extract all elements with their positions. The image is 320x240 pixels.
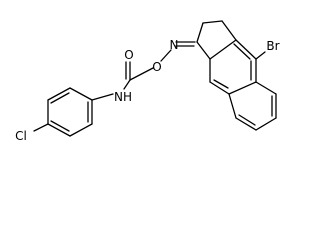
- bond-benz-4-inner: [238, 114, 256, 126]
- bond-ring1-d: [47, 123, 71, 137]
- bond-benz-5: [228, 93, 237, 119]
- bond-nh-c: [123, 79, 131, 90]
- bond-mid-3: [228, 81, 257, 95]
- atom-oxygen-ether: O: [152, 60, 161, 74]
- bonds: [33, 20, 277, 137]
- bond-c-cl: [33, 123, 49, 132]
- bond-cp-3: [221, 20, 237, 41]
- bond-mid-2-inner: [213, 79, 229, 89]
- bond-benz-4: [235, 117, 257, 131]
- bond-cp-5: [196, 41, 211, 60]
- bond-ring1-c: [69, 123, 93, 137]
- bond-cp-2: [202, 20, 223, 24]
- atom-bromine: Br: [266, 39, 279, 53]
- atom-oxygen-carbonyl: O: [124, 48, 133, 62]
- bond-c-br: [255, 51, 266, 60]
- atom-chlorine: Cl: [15, 129, 27, 143]
- bond-mid-5: [235, 39, 257, 60]
- bond-ring1-a: [69, 87, 93, 101]
- bond-ring1-f: [47, 87, 71, 101]
- bond-benz-1: [255, 81, 277, 95]
- bond-benz-3: [255, 117, 277, 131]
- chemical-structure-diagram: O O N NH Br Cl: [15, 20, 280, 143]
- bond-ring1-f-inner: [50, 92, 70, 104]
- bond-c-o-ether: [129, 67, 154, 81]
- atom-labels: O O N NH Br Cl: [15, 38, 280, 143]
- bond-mid-4-inner-b: [233, 43, 251, 60]
- bond-cp-1: [196, 22, 204, 43]
- bond-ring-nh: [91, 93, 114, 101]
- bond-cp-4: [209, 39, 237, 60]
- atom-nitrogen-amide: NH: [114, 90, 132, 104]
- bond-mid-2: [209, 81, 230, 95]
- bond-o-n: [160, 49, 172, 62]
- bond-ring1-d-inner: [50, 120, 70, 132]
- atom-nitrogen-oxime: N: [170, 38, 179, 52]
